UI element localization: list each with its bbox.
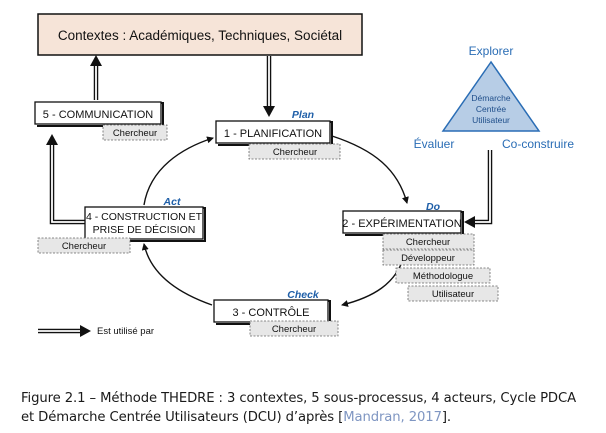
controle-label: 3 - CONTRÔLE <box>232 306 309 319</box>
caption-citation-link[interactable]: Mandran, 2017 <box>343 410 442 425</box>
pdca-do-label: Do <box>426 201 441 213</box>
communication-label: 5 - COMMUNICATION <box>43 109 153 121</box>
planification-label: 1 - PLANIFICATION <box>224 128 322 140</box>
planification-actor: Chercheur <box>273 147 317 158</box>
dcu-coconstruire-label: Co-construire <box>502 137 574 151</box>
communication-actor: Chercheur <box>113 128 157 139</box>
process-planification: 1 - PLANIFICATION Chercheur <box>215 120 341 160</box>
dcu-evaluer-label: Évaluer <box>414 136 455 151</box>
process-communication: 5 - COMMUNICATION Chercheur <box>34 101 168 141</box>
actor-badge <box>248 143 341 160</box>
arrow-communication-to-contexts <box>90 55 102 100</box>
legend-label: Est utilisé par <box>97 326 154 337</box>
pdca-plan-label: Plan <box>292 109 314 121</box>
actor-badge <box>37 237 131 254</box>
legend: Est utilisé par <box>38 325 154 337</box>
experimentation-actor-1: Chercheur <box>406 237 450 248</box>
experimentation-label: 2 - EXPÉRIMENTATION <box>342 217 461 230</box>
caption-line2: et Démarche Centrée Utilisateurs (DCU) d… <box>21 408 596 427</box>
caption-line2-end: ]. <box>441 410 452 425</box>
legend-arrow-icon <box>80 325 91 337</box>
controle-actor: Chercheur <box>272 324 316 335</box>
construction-actor: Chercheur <box>62 241 106 252</box>
actor-badge <box>382 249 475 266</box>
caption-line1: Figure 2.1 – Méthode THEDRE : 3 contexte… <box>21 391 577 406</box>
actor-badge <box>102 124 168 141</box>
actor-badge <box>395 267 491 284</box>
experimentation-actor-3: Méthodologue <box>413 271 473 282</box>
actor-badge <box>407 285 499 302</box>
process-experimentation: 2 - EXPÉRIMENTATION Chercheur Développeu… <box>342 210 499 302</box>
pdca-act-label: Act <box>163 196 181 208</box>
experimentation-actor-2: Développeur <box>401 253 455 264</box>
dcu-triangle-line1: Démarche <box>471 93 510 103</box>
thedre-diagram: Contextes : Académiques, Techniques, Soc… <box>34 13 574 337</box>
arrow-contexts-to-planification <box>263 56 275 117</box>
dcu-triangle-line2: Centrée <box>476 104 507 114</box>
experimentation-actor-4: Utilisateur <box>432 289 474 300</box>
caption-line2-text: et Démarche Centrée Utilisateurs (DCU) d… <box>21 410 344 425</box>
pdca-check-label: Check <box>287 289 320 301</box>
contexts-label: Contextes : Académiques, Techniques, Soc… <box>58 28 342 43</box>
process-construction: 4 - CONSTRUCTION ET PRISE DE DÉCISION Ch… <box>37 206 206 254</box>
actor-badge <box>249 320 339 337</box>
arrow-construction-to-communication <box>46 134 88 225</box>
dcu-triangle-line3: Utilisateur <box>472 115 510 125</box>
dcu-explorer-label: Explorer <box>469 44 514 58</box>
construction-label-line1: 4 - CONSTRUCTION ET <box>86 211 203 223</box>
construction-label-line2: PRISE DE DÉCISION <box>93 223 196 236</box>
actor-badge <box>382 233 475 250</box>
arrow-dcu-to-experimentation <box>464 150 493 228</box>
contexts-box: Contextes : Académiques, Techniques, Soc… <box>37 13 363 56</box>
dcu-triangle: Démarche Centrée Utilisateur <box>441 60 541 132</box>
figure-caption: Figure 2.1 – Méthode THEDRE : 3 contexte… <box>21 389 596 427</box>
process-controle: 3 - CONTRÔLE Chercheur <box>213 299 339 337</box>
pdca-cycle-arrows <box>141 135 409 307</box>
